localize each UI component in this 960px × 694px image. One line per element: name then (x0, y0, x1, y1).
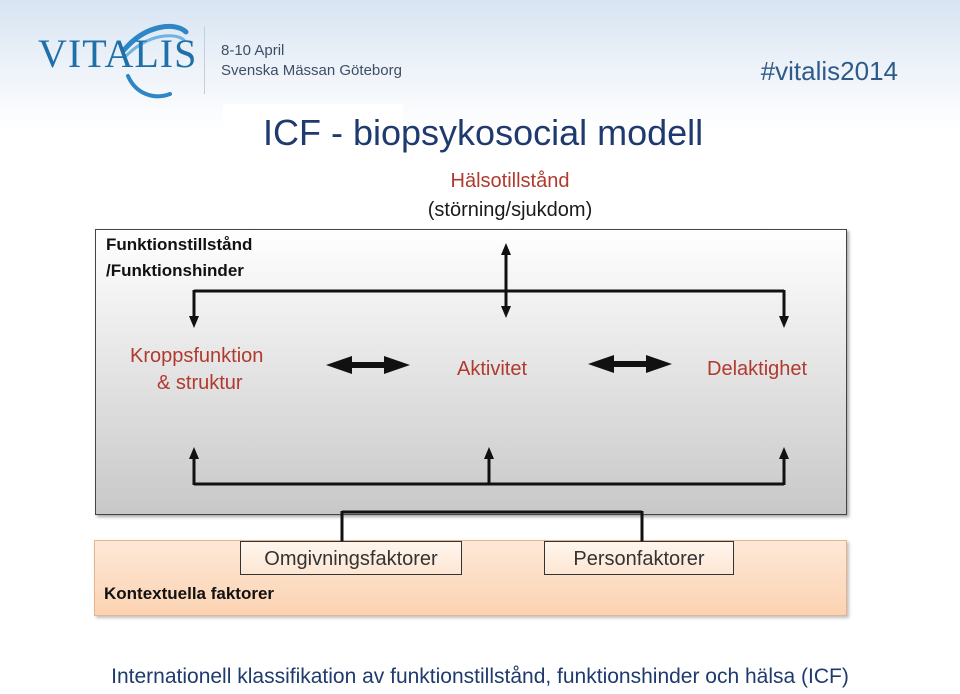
body-function-label: Kroppsfunktion (130, 345, 264, 367)
environmental-factors-box: Omgivningsfaktorer (240, 541, 462, 575)
header-divider (204, 26, 205, 94)
participation-label: Delaktighet (707, 358, 808, 380)
contextual-factors-label: Kontextuella faktorer (104, 584, 275, 603)
health-condition-sublabel: (störning/sjukdom) (427, 199, 593, 221)
vitalis-logo: VITALIS (38, 31, 198, 76)
top-bracket (189, 289, 789, 328)
body-activity-arrow (326, 356, 410, 374)
hashtag: #vitalis2014 (760, 56, 898, 86)
body-structure-label: & struktur (157, 372, 243, 394)
functioning-label: Funktionstillstånd (106, 235, 253, 254)
bottom-bracket (189, 447, 789, 486)
disability-label: /Funktionshinder (106, 261, 244, 280)
footer-caption: Internationell klassifikation av funktio… (111, 665, 849, 688)
event-place: Svenska Mässan Göteborg (221, 62, 402, 79)
functioning-panel (95, 229, 847, 515)
personal-factors-box: Personfaktorer (544, 541, 734, 575)
title-background (223, 104, 403, 156)
event-date: 8-10 April (221, 42, 285, 59)
activity-participation-arrow (588, 355, 672, 373)
health-condition-connector (501, 243, 511, 318)
context-bracket (340, 510, 644, 541)
slide-title: ICF - biopsykosocial modell (263, 112, 704, 153)
logo-swoosh-icon (121, 23, 189, 99)
health-condition-label: Hälsotillstånd (450, 170, 570, 192)
activity-label: Aktivitet (457, 358, 528, 380)
